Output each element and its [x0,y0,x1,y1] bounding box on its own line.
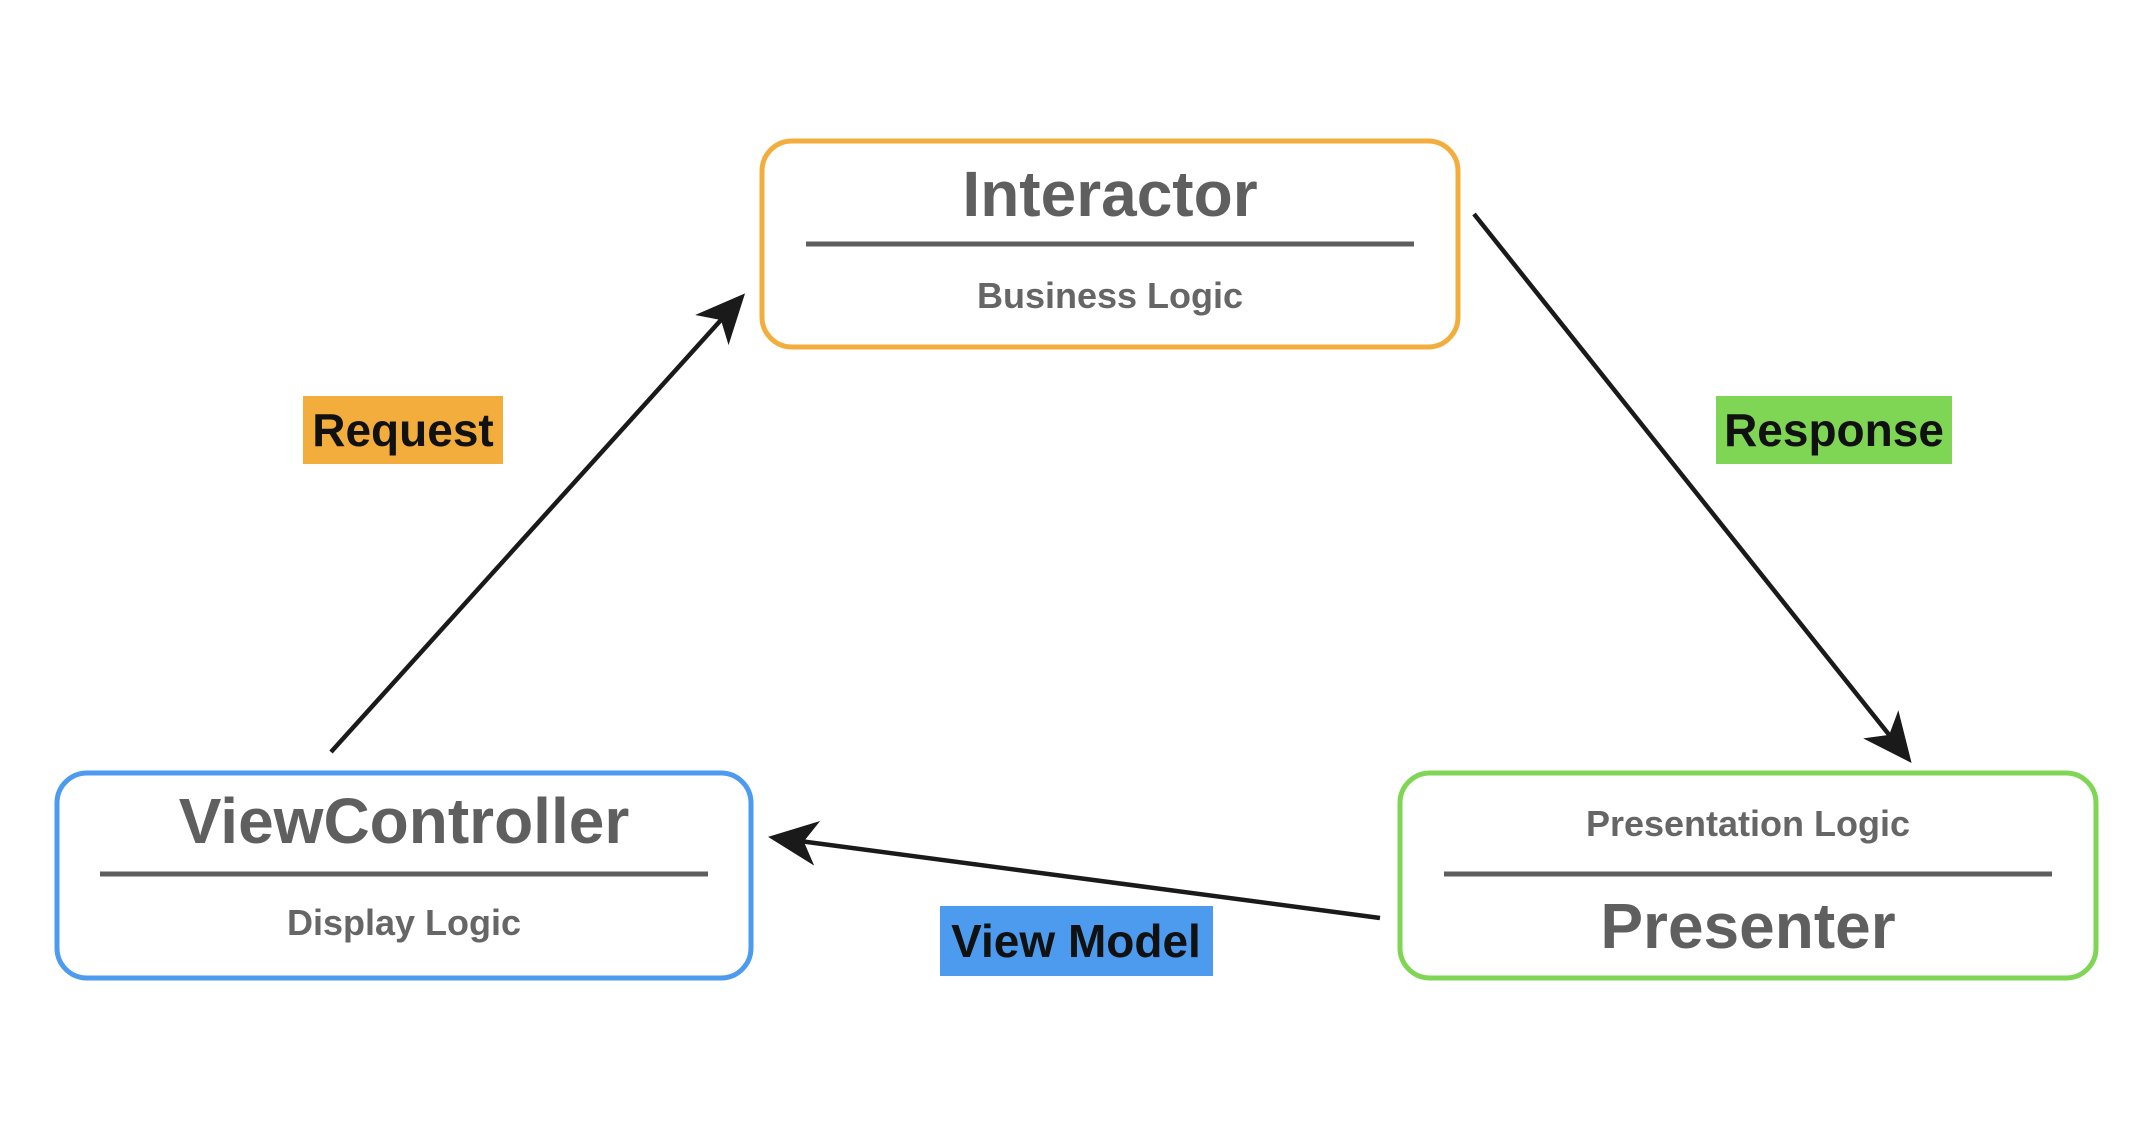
request-arrow [329,293,746,754]
view-controller-box [54,770,754,981]
view-model-arrow [768,821,1381,921]
response-label: Response [1716,396,1952,464]
interactor-box [759,138,1461,350]
presenter-node[interactable]: Presentation Logic Presenter [1397,770,2099,981]
response-label-background [1716,396,1952,464]
presenter-title: Presenter [1600,890,1895,962]
request-label-text: Request [312,404,493,456]
view-model-label: View Model [940,906,1213,976]
interactor-node[interactable]: Interactor Business Logic [759,138,1461,350]
view-controller-title: ViewController [179,785,629,857]
view-controller-subtitle: Display Logic [287,902,521,943]
presenter-box [1397,770,2099,981]
request-label: Request [303,396,503,464]
view-controller-node[interactable]: ViewController Display Logic [54,770,754,981]
response-arrow [1472,212,1912,764]
interactor-title: Interactor [962,158,1257,230]
interactor-subtitle: Business Logic [977,275,1243,316]
view-model-label-text: View Model [951,915,1201,967]
request-label-background [303,396,503,464]
view-model-label-background [940,906,1213,976]
response-label-text: Response [1724,404,1944,456]
presenter-subtitle: Presentation Logic [1586,803,1910,844]
